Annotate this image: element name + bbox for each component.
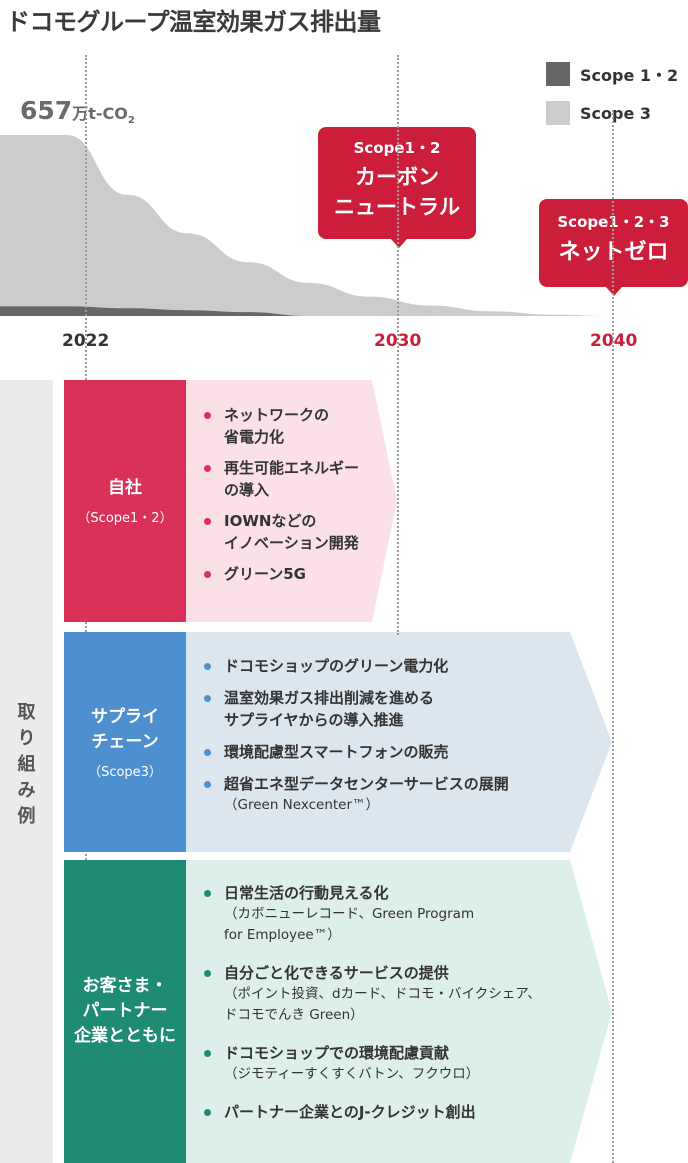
item-text: グリーン5G bbox=[224, 565, 306, 583]
category-self-name: 自社 bbox=[108, 478, 142, 498]
bullet-dot bbox=[204, 1109, 211, 1116]
bullet-dot bbox=[204, 518, 211, 525]
list-item: パートナー企業とのJ-クレジット創出 bbox=[202, 1101, 541, 1123]
self-items-list: ネットワークの省電力化 再生可能エネルギーの導入 IOWNなどのイノベーション開… bbox=[202, 404, 359, 585]
side-label-char: み bbox=[17, 780, 36, 801]
customer-items-list: 日常生活の行動見える化 （カボニューレコード、Green Program for E… bbox=[202, 882, 541, 1123]
category-customers-name-line3: 企業とともに bbox=[74, 1026, 176, 1046]
bullet-dot bbox=[204, 970, 211, 977]
list-item: グリーン5G bbox=[202, 563, 359, 585]
year-line-2040 bbox=[612, 110, 614, 1163]
item-text-line2: サプライヤからの導入推進 bbox=[224, 711, 404, 729]
start-value-unit-sub: 2 bbox=[127, 115, 135, 127]
list-item: 温室効果ガス排出削減を進めるサプライヤからの導入推進 bbox=[202, 687, 509, 731]
bullet-dot bbox=[204, 412, 211, 419]
item-text: 温室効果ガス排出削減を進める bbox=[224, 689, 435, 707]
item-text: IOWNなどの bbox=[224, 512, 317, 530]
legend-item-scope3: Scope 3 bbox=[546, 101, 651, 125]
year-line-2030 bbox=[397, 55, 399, 635]
category-self-sub: （Scope1・2） bbox=[77, 511, 173, 526]
page-title: ドコモグループ温室効果ガス排出量 bbox=[6, 8, 381, 36]
list-item: IOWNなどのイノベーション開発 bbox=[202, 510, 359, 554]
item-text: 自分ごと化できるサービスの提供 bbox=[224, 964, 449, 982]
item-text: 超省エネ型データセンターサービスの展開 bbox=[224, 775, 509, 793]
arrow-self bbox=[186, 380, 397, 622]
category-supply-sub: （Scope3） bbox=[88, 764, 162, 780]
list-item: ドコモショップでの環境配慮貢献 （ジモティーすくすくバトン、フクウロ） bbox=[202, 1042, 541, 1085]
category-supply-name: サプライ bbox=[91, 706, 159, 727]
list-item: 再生可能エネルギーの導入 bbox=[202, 457, 359, 501]
bullet-dot bbox=[204, 890, 211, 897]
area-scope3 bbox=[0, 135, 612, 316]
item-note: （ポイント投資、dカード、ドコモ・バイクシェア、 bbox=[224, 986, 541, 1002]
legend-swatch-scope3 bbox=[546, 101, 570, 125]
item-text-line2: の導入 bbox=[224, 481, 270, 499]
item-note-line2: ドコモでんき Green） bbox=[224, 1007, 364, 1023]
side-label-panel bbox=[0, 380, 53, 1163]
list-item: 超省エネ型データセンターサービスの展開 （Green Nexcenter™） bbox=[202, 773, 509, 816]
bullet-dot bbox=[204, 571, 211, 578]
category-customers-name-line2: パートナー bbox=[82, 1001, 168, 1021]
bullet-dot bbox=[204, 1050, 211, 1057]
item-note: （ジモティーすくすくバトン、フクウロ） bbox=[224, 1066, 480, 1082]
item-note: （カボニューレコード、Green Program bbox=[224, 906, 475, 922]
callout-2040-pointer bbox=[606, 287, 622, 296]
emissions-area-chart bbox=[0, 135, 612, 316]
item-text: 日常生活の行動見える化 bbox=[224, 884, 389, 902]
bullet-dot bbox=[204, 695, 211, 702]
callout-2030-scope: Scope1・2 bbox=[353, 139, 441, 157]
list-item: ドコモショップのグリーン電力化 bbox=[202, 655, 509, 677]
legend-label-scope3: Scope 3 bbox=[580, 103, 652, 123]
list-item: ネットワークの省電力化 bbox=[202, 404, 359, 448]
category-customers-name: お客さま・ bbox=[82, 976, 168, 996]
item-text-line2: 省電力化 bbox=[224, 428, 285, 446]
side-label-char: 組 bbox=[17, 754, 36, 775]
bullet-dot bbox=[204, 465, 211, 472]
arrow-supply bbox=[186, 632, 612, 852]
start-value-number: 657 bbox=[20, 96, 73, 125]
bullet-dot bbox=[204, 749, 211, 756]
item-text: ネットワークの bbox=[224, 406, 330, 424]
item-note: （Green Nexcenter™） bbox=[224, 797, 380, 813]
category-supply-chain: サプライ チェーン （Scope3） bbox=[64, 632, 186, 852]
arrow-customer bbox=[186, 860, 612, 1163]
bullet-dot bbox=[204, 781, 211, 788]
item-text: 再生可能エネルギー bbox=[224, 459, 360, 477]
list-item: 自分ごと化できるサービスの提供 （ポイント投資、dカード、ドコモ・バイクシェア、ド… bbox=[202, 962, 541, 1026]
side-label-char: り bbox=[17, 728, 36, 749]
item-text-line2: イノベーション開発 bbox=[224, 534, 359, 552]
legend-item-scope12: Scope 1・2 bbox=[546, 62, 678, 86]
item-text: ドコモショップでの環境配慮貢献 bbox=[224, 1044, 450, 1062]
item-text: ドコモショップのグリーン電力化 bbox=[224, 657, 449, 675]
supply-items-list: ドコモショップのグリーン電力化 温室効果ガス排出削減を進めるサプライヤからの導入… bbox=[202, 655, 509, 816]
category-self: 自社 （Scope1・2） bbox=[64, 380, 186, 622]
item-note-line2: for Employee™） bbox=[224, 927, 341, 943]
list-item: 日常生活の行動見える化 （カボニューレコード、Green Program for E… bbox=[202, 882, 541, 946]
side-label-char: 取 bbox=[17, 702, 36, 723]
item-text: パートナー企業とのJ-クレジット創出 bbox=[224, 1103, 476, 1121]
category-customers-partners: お客さま・ パートナー 企業とともに bbox=[64, 860, 186, 1163]
category-supply-name-line2: チェーン bbox=[91, 731, 159, 752]
legend-swatch-scope12 bbox=[546, 62, 570, 86]
side-label-text: 取り組み例 bbox=[0, 700, 53, 830]
legend-label-scope12: Scope 1・2 bbox=[580, 66, 679, 85]
bullet-dot bbox=[204, 663, 211, 670]
area-scope12 bbox=[0, 306, 612, 316]
item-text: 環境配慮型スマートフォンの販売 bbox=[224, 743, 449, 761]
list-item: 環境配慮型スマートフォンの販売 bbox=[202, 741, 509, 763]
callout-2030-pointer bbox=[391, 239, 407, 248]
side-label-char: 例 bbox=[17, 806, 36, 827]
